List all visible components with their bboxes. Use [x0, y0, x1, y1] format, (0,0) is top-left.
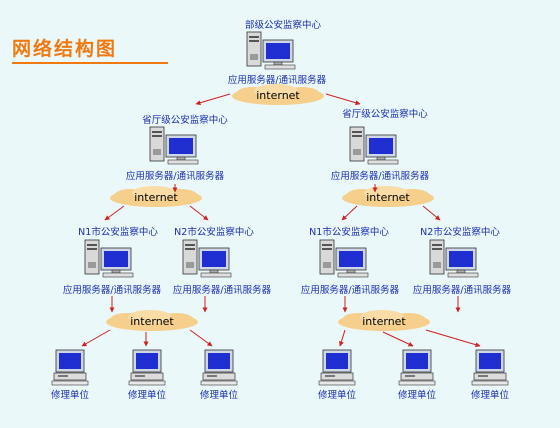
server-n2-left-icon: [182, 239, 232, 278]
internet-label-bottom-right: internet: [362, 315, 406, 328]
label-city-server-3: 应用服务器/通讯服务器: [300, 285, 400, 296]
internet-label-top: internet: [256, 89, 300, 102]
label-unit-3: 修理单位: [199, 390, 239, 401]
connection-arrows: [81, 93, 481, 348]
pc-unit-4-icon: [318, 349, 356, 386]
server-n1-right-icon: [319, 239, 369, 278]
pc-unit-6-icon: [471, 349, 509, 386]
label-n2-left: N2市公安监察中心: [174, 227, 254, 238]
pc-unit-3-icon: [200, 349, 238, 386]
label-city-server-1: 应用服务器/通讯服务器: [62, 285, 162, 296]
label-prov-right: 省厅级公安监察中心: [342, 109, 428, 120]
pc-unit-5-icon: [398, 349, 436, 386]
server-top-icon: [246, 31, 296, 70]
label-prov-left: 省厅级公安监察中心: [142, 115, 228, 126]
label-n1-right: N1市公安监察中心: [309, 227, 389, 238]
label-city-server-4: 应用服务器/通讯服务器: [412, 285, 512, 296]
pc-unit-2-icon: [128, 349, 166, 386]
label-unit-5: 修理单位: [397, 390, 437, 401]
label-top-center: 部级公安监察中心: [244, 20, 322, 31]
label-n2-right: N2市公安监察中心: [420, 227, 500, 238]
server-prov-right-icon: [349, 126, 399, 165]
internet-label-left: internet: [134, 191, 178, 204]
page-title: 网络结构图: [12, 38, 118, 60]
label-unit-1: 修理单位: [50, 390, 90, 401]
internet-label-bottom-left: internet: [130, 315, 174, 328]
internet-label-right: internet: [366, 191, 410, 204]
label-prov-right-server: 应用服务器/通讯服务器: [330, 171, 430, 182]
label-city-server-2: 应用服务器/通讯服务器: [172, 285, 272, 296]
label-unit-6: 修理单位: [470, 390, 510, 401]
server-n1-left-icon: [84, 239, 134, 278]
pc-unit-1-icon: [51, 349, 89, 386]
label-prov-left-server: 应用服务器/通讯服务器: [125, 171, 225, 182]
label-unit-2: 修理单位: [127, 390, 167, 401]
label-top-server: 应用服务器/通讯服务器: [227, 75, 327, 86]
label-unit-4: 修理单位: [317, 390, 357, 401]
label-n1-left: N1市公安监察中心: [78, 227, 158, 238]
title-underline: [12, 62, 168, 64]
server-n2-right-icon: [429, 239, 479, 278]
server-prov-left-icon: [149, 126, 199, 165]
